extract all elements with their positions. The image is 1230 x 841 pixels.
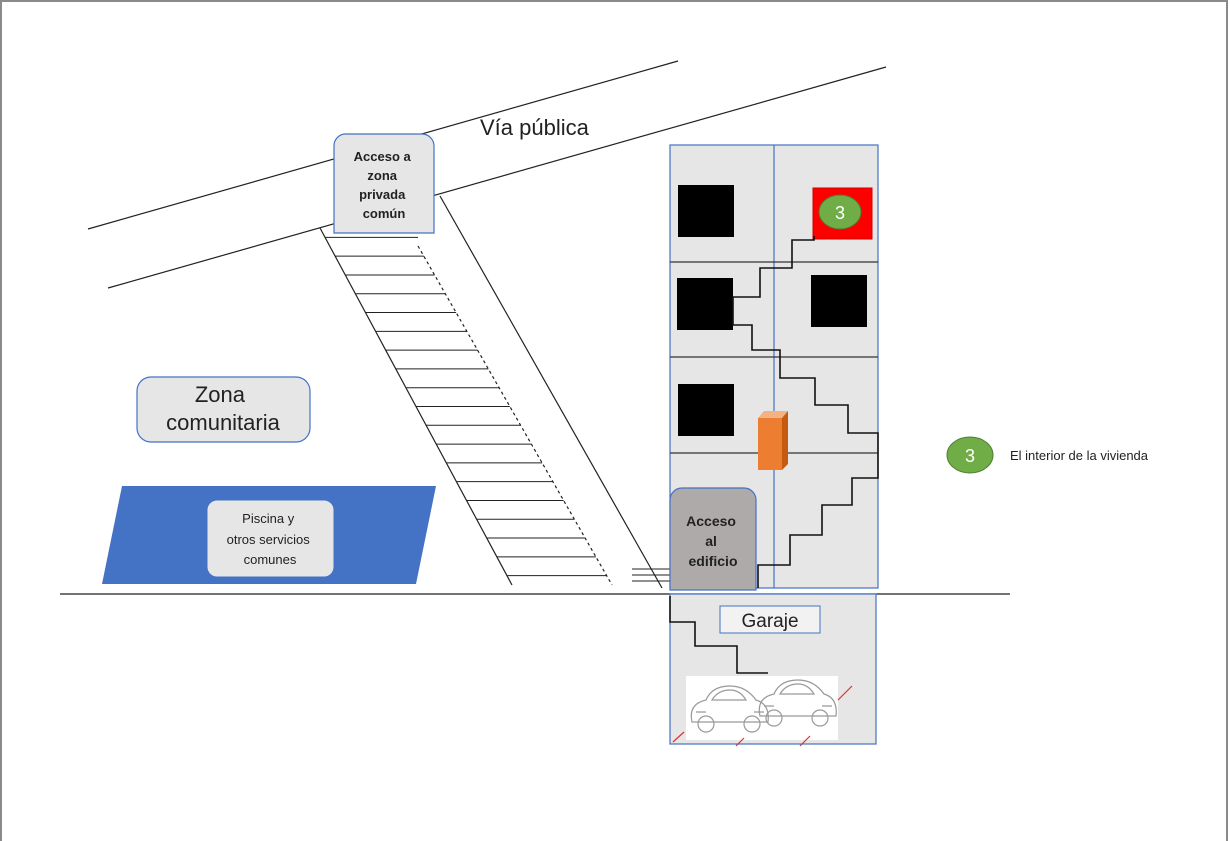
zona-comunitaria-label: Zona comunitaria: [166, 382, 280, 435]
dwelling-marker-number: 3: [835, 203, 845, 223]
acceso-zona-label: Acceso a zona privada común: [354, 149, 415, 221]
dwelling-window: [678, 384, 734, 436]
acceso-edificio-box: [669, 487, 757, 591]
dwelling-marker: [818, 194, 862, 230]
acceso-zona-box: [333, 133, 435, 234]
car-icon: [758, 679, 837, 727]
path-crosswalk-lines: [325, 236, 607, 577]
piscina-label: Piscina y otros servicios comunes: [227, 511, 314, 567]
dwelling-window: [811, 275, 867, 327]
orange-element: [758, 418, 782, 470]
parking-mark: [837, 685, 853, 701]
staircase: [732, 236, 879, 588]
car-icon: [690, 685, 769, 733]
piscina-label-box: [206, 499, 335, 578]
orange-element-top: [758, 411, 788, 418]
acceso-edificio-label: Acceso al edificio: [686, 513, 740, 569]
dwelling-window: [678, 185, 734, 237]
via-publica-label: Vía pública: [480, 115, 590, 140]
zona-comunitaria-box: [136, 376, 311, 443]
legend-marker: [946, 436, 994, 474]
road-edge-lower: [107, 66, 887, 289]
dwelling-window: [677, 278, 733, 330]
parking-mark: [799, 735, 811, 747]
parking-mark: [672, 731, 685, 743]
legend-text: El interior de la vivienda: [1010, 448, 1149, 463]
path-right-edge: [417, 245, 613, 586]
orange-element-side: [782, 411, 788, 470]
legend-marker-number: 3: [965, 446, 975, 466]
garage-staircase: [669, 596, 768, 674]
garaje-label-box: [719, 605, 821, 634]
path-outer-edge: [439, 195, 663, 589]
parking-mark: [735, 737, 745, 747]
garaje-label: Garaje: [741, 611, 798, 632]
